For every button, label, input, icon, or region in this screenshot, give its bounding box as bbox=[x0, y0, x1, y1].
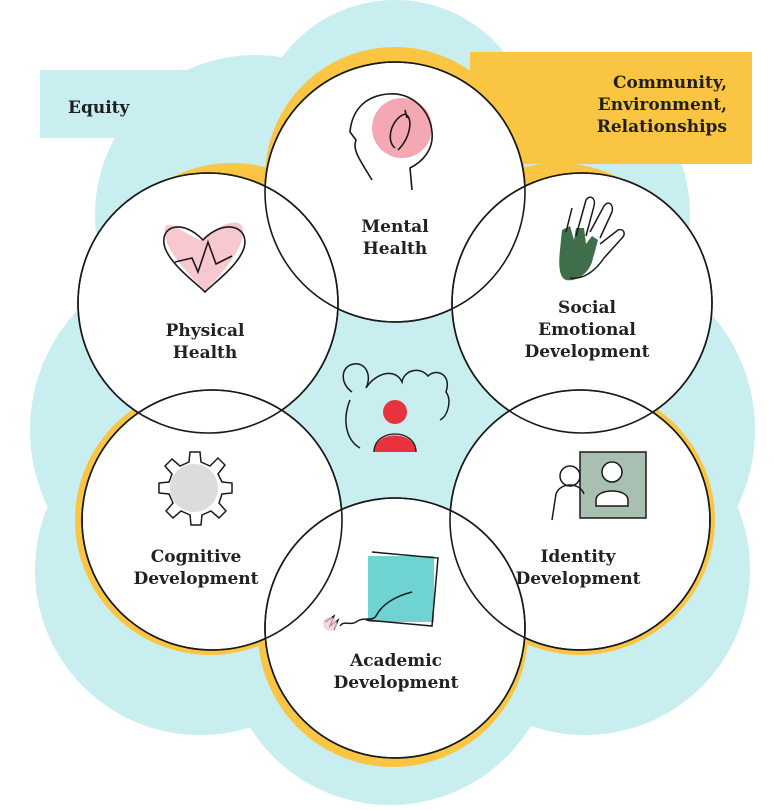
physical-health-line-2: Health bbox=[172, 343, 238, 363]
academic-line-2: Development bbox=[333, 673, 459, 693]
academic-line-1: Academic bbox=[349, 651, 443, 671]
gear-icon bbox=[158, 451, 233, 526]
community-line-3: Relationships bbox=[596, 117, 727, 137]
mental-health-label: Mental Health bbox=[295, 216, 495, 260]
cognitive-development-label: Cognitive Development bbox=[96, 546, 296, 590]
hands-icon bbox=[559, 196, 625, 281]
social-emotional-line-1: Social bbox=[558, 298, 616, 318]
social-emotional-label: Social Emotional Development bbox=[487, 297, 687, 363]
circle-academic bbox=[264, 497, 526, 759]
group-people-icon bbox=[342, 363, 450, 449]
paper-icon bbox=[323, 551, 439, 631]
social-emotional-line-2: Emotional bbox=[538, 320, 636, 340]
identity-line-2: Development bbox=[515, 569, 641, 589]
equity-label: Equity bbox=[68, 98, 130, 118]
identity-line-1: Identity bbox=[540, 547, 616, 567]
person-icon bbox=[373, 400, 417, 453]
cognitive-line-1: Cognitive bbox=[150, 547, 242, 567]
community-label: Community, Environment, Relationships bbox=[507, 72, 727, 138]
community-line-2: Environment, bbox=[597, 95, 727, 115]
identity-development-label: Identity Development bbox=[478, 546, 678, 590]
mental-health-line-1: Mental bbox=[361, 217, 429, 237]
head-icon bbox=[349, 93, 433, 191]
portrait-icon bbox=[551, 451, 647, 521]
physical-health-label: Physical Health bbox=[105, 320, 305, 364]
area-circle-outlines bbox=[77, 61, 713, 759]
heart-icon bbox=[162, 222, 246, 294]
community-line-1: Community, bbox=[612, 73, 727, 93]
mental-health-line-2: Health bbox=[362, 239, 428, 259]
social-emotional-line-3: Development bbox=[524, 342, 650, 362]
cognitive-line-2: Development bbox=[133, 569, 259, 589]
physical-health-line-1: Physical bbox=[165, 321, 245, 341]
academic-development-label: Academic Development bbox=[296, 650, 496, 694]
